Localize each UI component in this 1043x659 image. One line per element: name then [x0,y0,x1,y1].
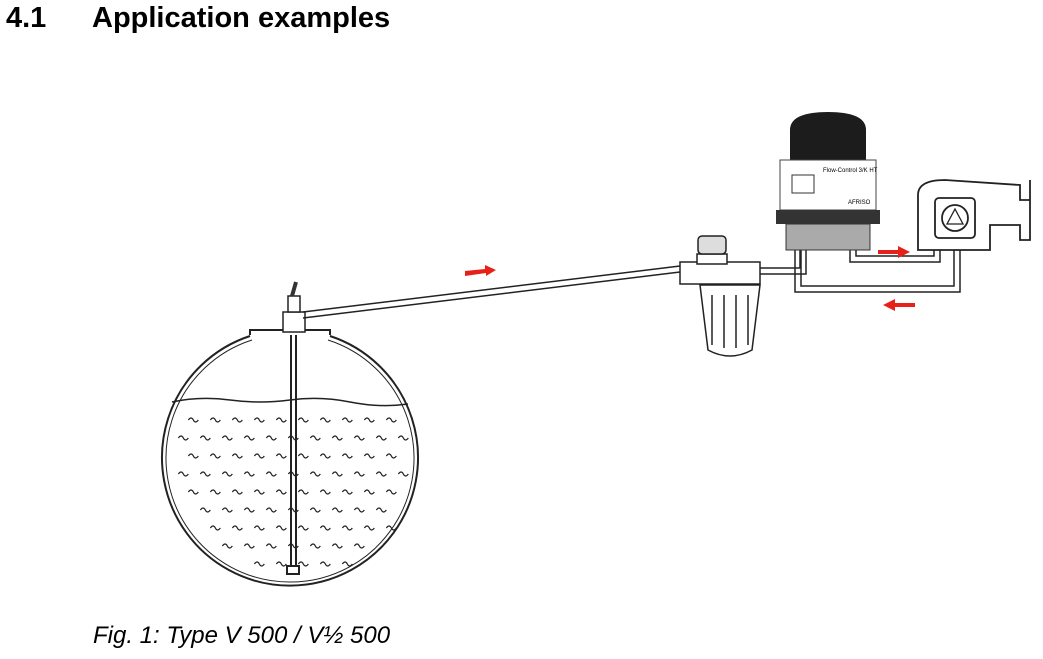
flow-arrows [465,246,915,311]
flow-control-device: Flow-Control 3/K HT AFRISO [776,112,880,251]
arrow-right-icon [878,246,910,258]
filter [679,235,761,357]
pipes-to-burner [760,245,961,293]
arrow-left-icon [883,299,915,311]
tank [161,329,419,587]
arrow-right-icon [465,265,496,276]
burner-pump [917,179,1031,251]
suction-line [302,265,681,319]
tank-valve [282,281,306,333]
section-number: 4.1 [6,2,47,34]
liquid-waves [177,417,409,567]
section-title: Application examples [92,2,391,34]
device-label: Flow-Control 3/K HT [823,168,878,174]
device-brand: AFRISO [848,200,871,206]
figure-caption: Fig. 1: Type V 500 / V½ 500 [93,622,391,649]
